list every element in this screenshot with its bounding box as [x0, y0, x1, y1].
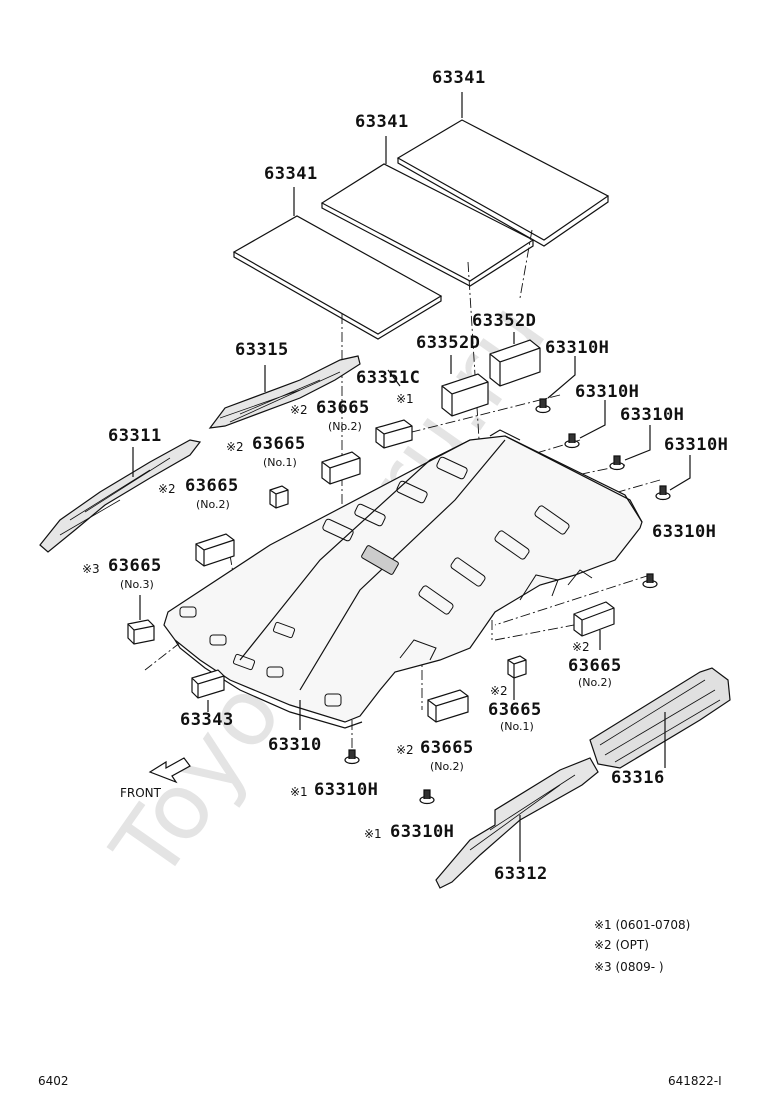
- trim-63312: [435, 757, 599, 889]
- front-arrow: [148, 757, 191, 784]
- sub-no2-b: (No.2): [196, 498, 230, 511]
- pad-63343: [191, 669, 225, 699]
- label-63315: 63315: [235, 340, 289, 360]
- pad-63665-no3: [127, 619, 155, 645]
- label-63352D-a: 63352D: [416, 333, 481, 353]
- label-63311: 63311: [108, 426, 162, 446]
- pad-63665-no1-a: [269, 485, 289, 509]
- label-63310H-e: 63310H: [652, 522, 717, 542]
- label-63341-b: 63341: [355, 112, 409, 132]
- label-63310H-c: 63310H: [620, 405, 685, 425]
- mark-1-63351C: ※1: [396, 392, 414, 406]
- mark-2-63665-g: ※2: [572, 640, 590, 654]
- label-63316: 63316: [611, 768, 665, 788]
- mark-1-63310H-g: ※1: [364, 827, 382, 841]
- pad-63665-no2-c: [427, 689, 469, 723]
- mark-2-63665-a: ※2: [290, 403, 308, 417]
- pad-63665-no1-b: [507, 655, 527, 679]
- sub-no1-b: (No.1): [500, 720, 534, 733]
- clips-63310H: [344, 398, 671, 805]
- label-63665-g: 63665: [568, 656, 622, 676]
- sub-no2-d: (No.2): [578, 676, 612, 689]
- sub-no2-a: (No.2): [328, 420, 362, 433]
- mark-2-63665-b: ※2: [226, 440, 244, 454]
- label-63665-b: 63665: [252, 434, 306, 454]
- trim-63315: [208, 355, 361, 429]
- sub-no3: (No.3): [120, 578, 154, 591]
- note-1: ※1 (0601-0708): [594, 918, 691, 932]
- mark-2-63665-f: ※2: [490, 684, 508, 698]
- sub-no2-c: (No.2): [430, 760, 464, 773]
- label-63310H-a: 63310H: [545, 338, 610, 358]
- label-63312: 63312: [494, 864, 548, 884]
- label-63351C: 63351C: [356, 368, 421, 388]
- label-63310H-b: 63310H: [575, 382, 640, 402]
- label-63310H-d: 63310H: [664, 435, 729, 455]
- mark-1-63310H-f: ※1: [290, 785, 308, 799]
- label-63343: 63343: [180, 710, 234, 730]
- diagram-code: 641822-I: [668, 1074, 722, 1088]
- pad-63352D-a: [441, 373, 489, 417]
- note-3: ※3 (0809- ): [594, 960, 664, 974]
- label-63341-a: 63341: [264, 164, 318, 184]
- trim-63311: [39, 439, 202, 553]
- pad-63352D-b: [489, 339, 541, 387]
- mark-3: ※3: [82, 562, 100, 576]
- label-63665-f: 63665: [488, 700, 542, 720]
- mark-2-63665-c: ※2: [158, 482, 176, 496]
- label-63341-c: 63341: [432, 68, 486, 88]
- label-63310: 63310: [268, 735, 322, 755]
- label-63665-d: 63665: [108, 556, 162, 576]
- sub-no1-a: (No.1): [263, 456, 297, 469]
- label-63665-a: 63665: [316, 398, 370, 418]
- label-63665-e: 63665: [420, 738, 474, 758]
- label-63352D-b: 63352D: [472, 311, 537, 331]
- front-label: FRONT: [120, 786, 161, 800]
- note-2: ※2 (OPT): [594, 938, 649, 952]
- page-number: 6402: [38, 1074, 69, 1088]
- headliner-63310: [163, 429, 643, 729]
- label-63310H-g: 63310H: [390, 822, 455, 842]
- label-63665-c: 63665: [185, 476, 239, 496]
- pad-63351C: [375, 419, 413, 449]
- mark-2-63665-e: ※2: [396, 743, 414, 757]
- pad-63665-no2-a: [321, 451, 361, 485]
- pad-63665-no2-b: [195, 533, 235, 567]
- label-63310H-f: 63310H: [314, 780, 379, 800]
